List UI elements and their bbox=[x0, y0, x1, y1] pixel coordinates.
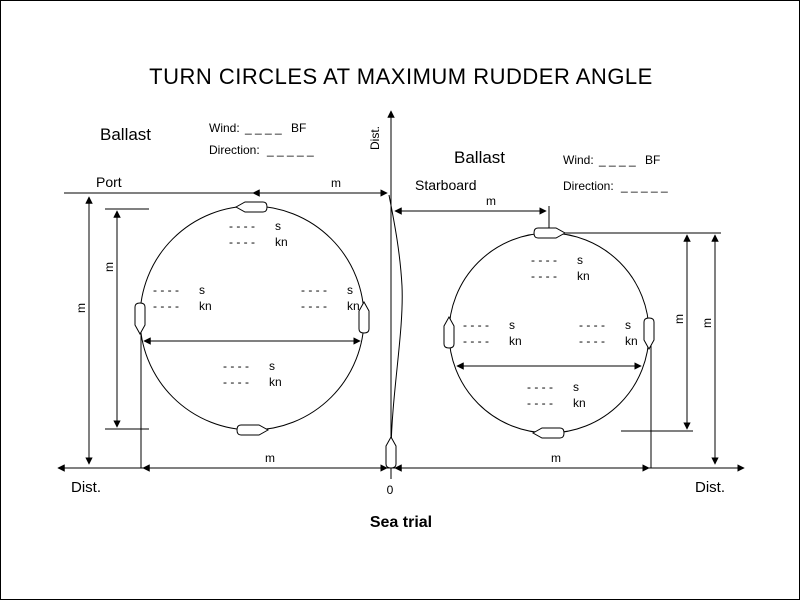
starboard-top-dim-label: m bbox=[486, 194, 496, 208]
port-top-time-blank: - - - - bbox=[229, 219, 255, 233]
starboard-turn-group: Ballast Wind: _ _ _ _ BF Direction: _ _ … bbox=[394, 148, 721, 472]
port-condition-label: Ballast bbox=[100, 125, 151, 144]
port-top-speed-unit: kn bbox=[275, 235, 288, 249]
starboard-left-speed-unit: kn bbox=[509, 334, 522, 348]
port-wind-unit: BF bbox=[291, 121, 306, 135]
starboard-outer-vertical-dim-label: m bbox=[700, 318, 714, 328]
starboard-right-speed-blank: - - - - bbox=[579, 334, 605, 348]
port-turn-group: Ballast Wind: _ _ _ _ BF Direction: _ _ … bbox=[64, 121, 388, 472]
port-top-time-unit: s bbox=[275, 219, 281, 233]
port-top-dim-label: m bbox=[331, 176, 341, 190]
center-axis-label: Dist. bbox=[368, 126, 382, 150]
starboard-direction-blank: _ _ _ _ _ bbox=[620, 179, 668, 193]
port-wind-label: Wind: bbox=[209, 121, 240, 135]
diagram-title: TURN CIRCLES AT MAXIMUM RUDDER ANGLE bbox=[149, 64, 653, 89]
port-left-time-unit: s bbox=[199, 283, 205, 297]
port-right-time-blank: - - - - bbox=[301, 283, 327, 297]
dist-label-bottom-right: Dist. bbox=[695, 479, 725, 496]
starboard-side-label: Starboard bbox=[415, 177, 476, 193]
ship-icon bbox=[358, 301, 370, 334]
ship-icon bbox=[532, 427, 565, 439]
port-left-time-blank: - - - - bbox=[153, 283, 179, 297]
port-wind-blank: _ _ _ _ bbox=[244, 121, 282, 135]
dist-label-bottom-left: Dist. bbox=[71, 479, 101, 496]
starboard-right-time-blank: - - - - bbox=[579, 318, 605, 332]
port-direction-blank: _ _ _ _ _ bbox=[266, 143, 314, 157]
starboard-wind-blank: _ _ _ _ bbox=[598, 153, 636, 167]
port-left-speed-unit: kn bbox=[199, 299, 212, 313]
starboard-bottom-time-blank: - - - - bbox=[527, 380, 553, 394]
port-side-label: Port bbox=[96, 174, 122, 190]
starboard-right-speed-unit: kn bbox=[625, 334, 638, 348]
port-bottom-dim-label: m bbox=[265, 451, 275, 465]
port-top-speed-blank: - - - - bbox=[229, 235, 255, 249]
port-bottom-time-blank: - - - - bbox=[223, 359, 249, 373]
sea-trial-caption: Sea trial bbox=[370, 514, 432, 531]
starboard-top-time-blank: - - - - bbox=[531, 253, 557, 267]
starboard-left-speed-blank: - - - - bbox=[463, 334, 489, 348]
starboard-inner-vertical-dim-label: m bbox=[672, 314, 686, 324]
ship-icon bbox=[385, 436, 397, 469]
starboard-bottom-time-unit: s bbox=[573, 380, 579, 394]
ship-icon bbox=[533, 227, 566, 239]
port-left-speed-blank: - - - - bbox=[153, 299, 179, 313]
starboard-wind-label: Wind: bbox=[563, 153, 594, 167]
port-right-speed-unit: kn bbox=[347, 299, 360, 313]
ship-icon bbox=[235, 201, 268, 213]
ship-icon bbox=[643, 317, 655, 350]
starboard-condition-label: Ballast bbox=[454, 148, 505, 167]
turn-track-curve bbox=[388, 194, 403, 451]
starboard-top-speed-unit: kn bbox=[577, 269, 590, 283]
ship-icon bbox=[134, 302, 146, 335]
port-bottom-time-unit: s bbox=[269, 359, 275, 373]
starboard-top-time-unit: s bbox=[577, 253, 583, 267]
starboard-top-speed-blank: - - - - bbox=[531, 269, 557, 283]
ship-icon bbox=[443, 316, 455, 349]
starboard-right-time-unit: s bbox=[625, 318, 631, 332]
starboard-bottom-speed-unit: kn bbox=[573, 396, 586, 410]
port-inner-vertical-dim-label: m bbox=[102, 262, 116, 272]
port-right-speed-blank: - - - - bbox=[301, 299, 327, 313]
port-bottom-speed-blank: - - - - bbox=[223, 375, 249, 389]
starboard-bottom-speed-blank: - - - - bbox=[527, 396, 553, 410]
port-right-time-unit: s bbox=[347, 283, 353, 297]
port-outer-vertical-dim-label: m bbox=[74, 303, 88, 313]
port-direction-label: Direction: bbox=[209, 143, 260, 157]
starboard-direction-label: Direction: bbox=[563, 179, 614, 193]
starboard-bottom-dim-label: m bbox=[551, 451, 561, 465]
origin-label: 0 bbox=[387, 483, 394, 497]
starboard-wind-unit: BF bbox=[645, 153, 660, 167]
port-bottom-speed-unit: kn bbox=[269, 375, 282, 389]
ship-icon bbox=[236, 424, 269, 436]
starboard-left-time-blank: - - - - bbox=[463, 318, 489, 332]
starboard-left-time-unit: s bbox=[509, 318, 515, 332]
